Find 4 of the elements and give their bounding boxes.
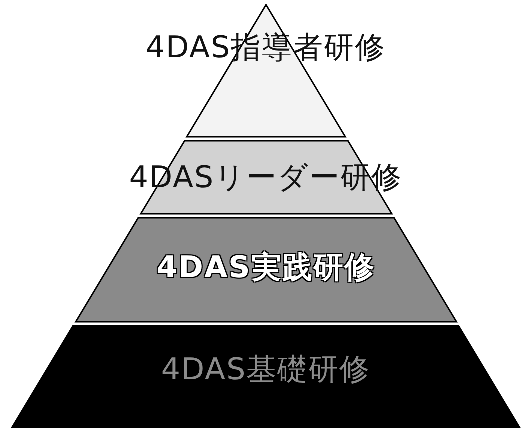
pyramid-tier bbox=[12, 326, 520, 428]
tier-label: 4DAS実践研修 bbox=[156, 250, 376, 288]
tier-label: 4DAS基礎研修 bbox=[161, 352, 371, 390]
pyramid-tier bbox=[76, 218, 456, 322]
